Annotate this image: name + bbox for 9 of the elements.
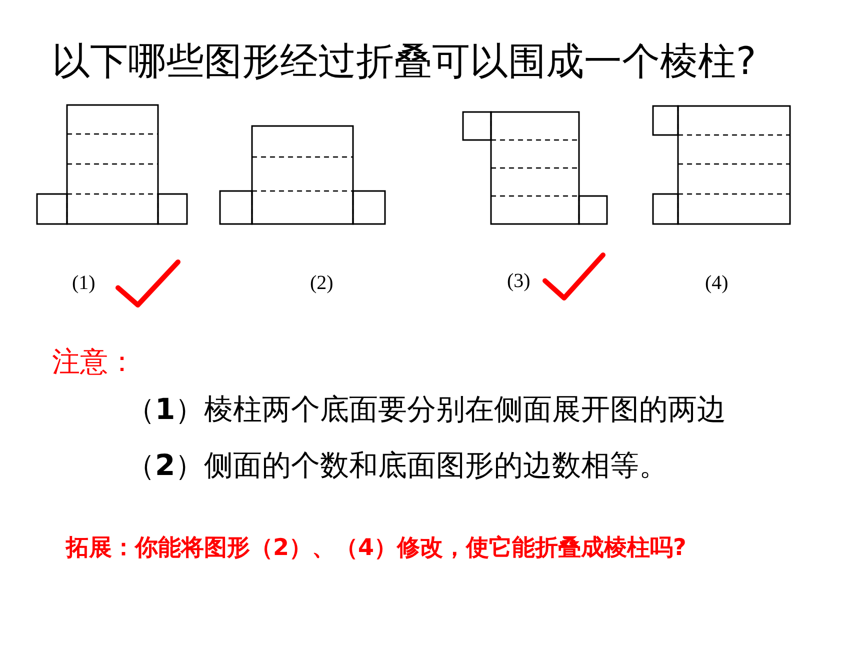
figure-number: (3) [507, 270, 530, 293]
note-text: （2）侧面的个数和底面图形的边数相等。 [126, 447, 668, 484]
note-text: （1）棱柱两个底面要分别在侧面展开图的两边 [126, 391, 726, 428]
title: 以下哪些图形经过折叠可以围成一个棱柱? [52, 38, 756, 85]
figure-number: (2) [310, 272, 334, 295]
figure-number: (1) [72, 272, 96, 295]
note-heading: 注意： [52, 344, 136, 380]
figure-number: (4) [705, 272, 728, 295]
extension-question: 拓展：你能将图形（2）、（4）修改，使它能折叠成棱柱吗? [66, 534, 686, 563]
